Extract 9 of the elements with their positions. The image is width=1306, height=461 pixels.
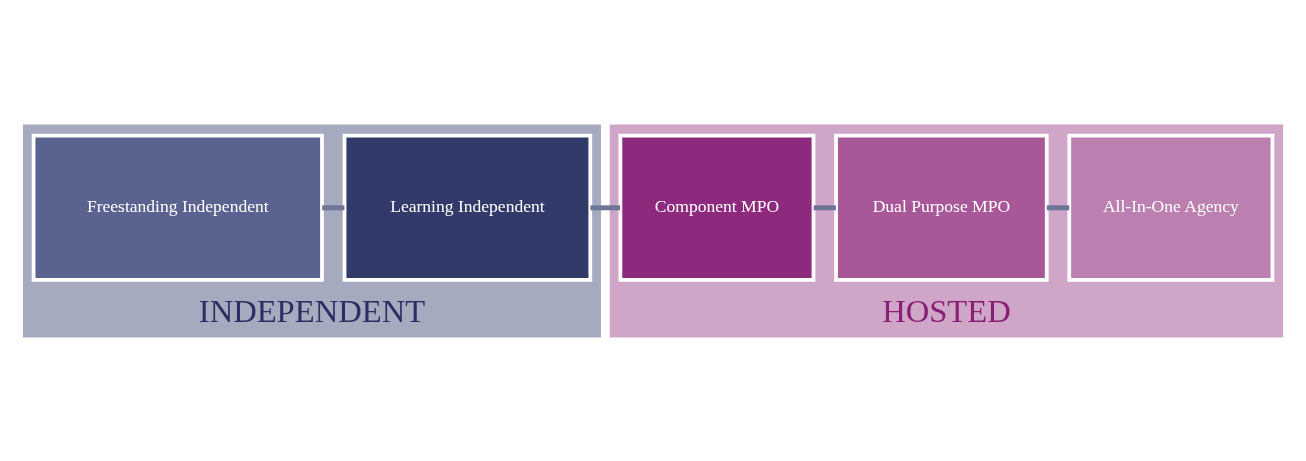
node-box: Learning Independent	[342, 133, 593, 282]
connector	[590, 204, 621, 210]
node-box: Dual Purpose MPO	[834, 133, 1049, 282]
node-box: All-In-One Agency	[1067, 133, 1275, 282]
node-box: Component MPO	[618, 133, 816, 282]
connector	[813, 204, 836, 210]
node-box: Freestanding Independent	[31, 133, 324, 282]
connector	[322, 204, 345, 210]
connector	[1046, 204, 1070, 210]
